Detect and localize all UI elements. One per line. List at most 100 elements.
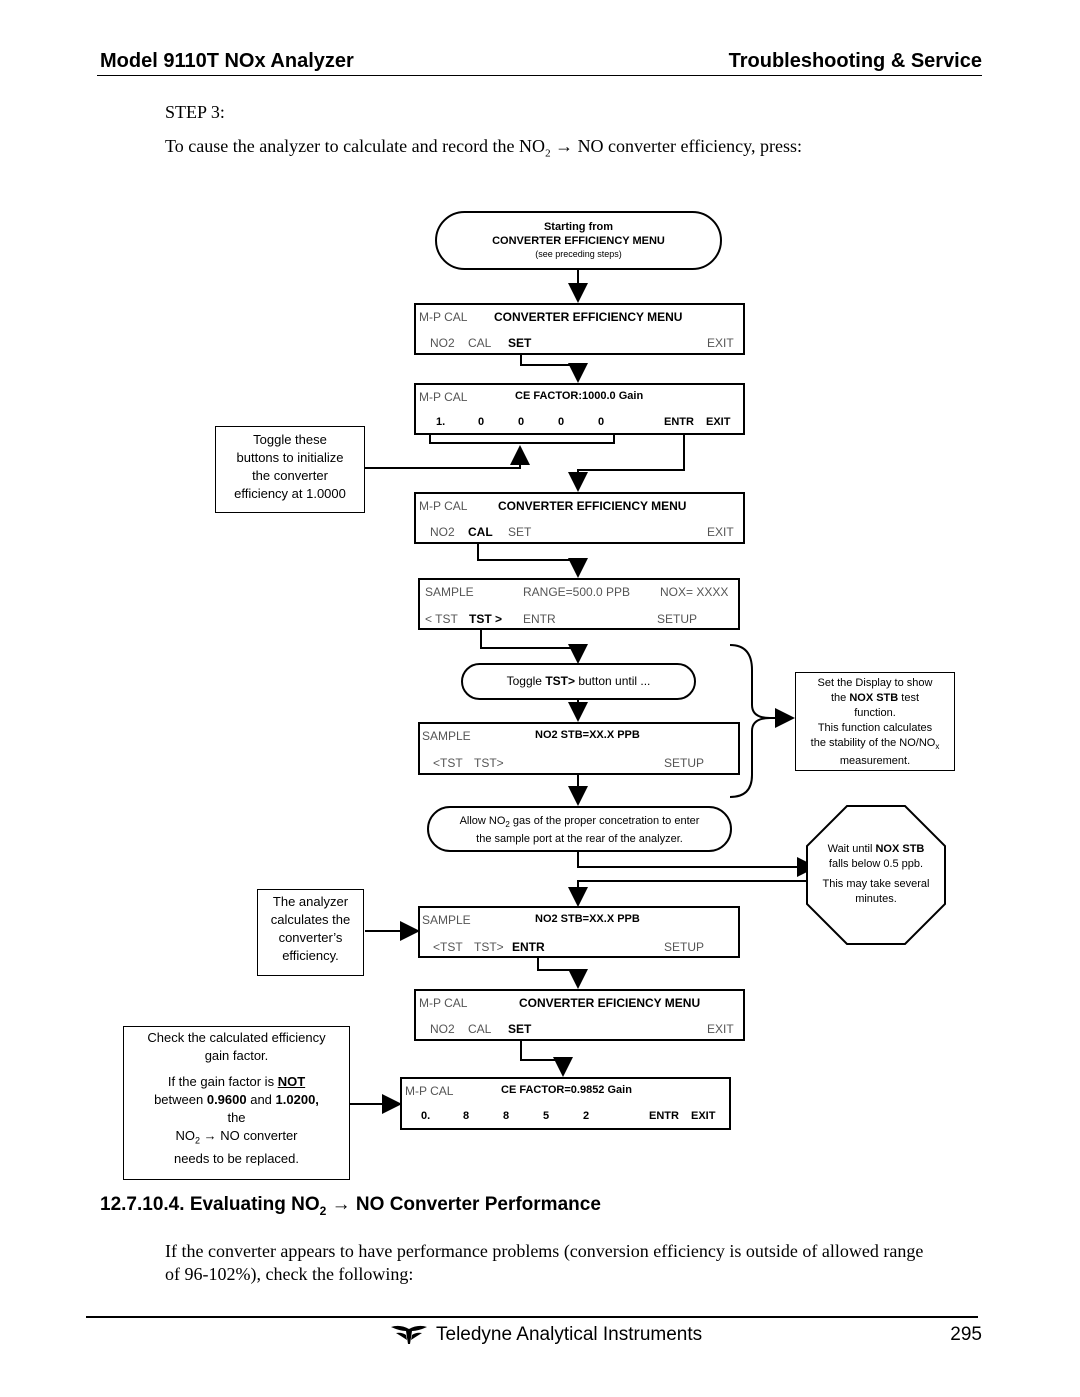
octagon-line: Wait until NOX STB — [827, 843, 925, 855]
step-label: STEP 3: — [165, 102, 225, 122]
note-line: NO2 → NO converter — [175, 1128, 298, 1146]
entr-button[interactable]: ENTR — [512, 940, 545, 954]
footer-company: Teledyne Analytical Instruments — [436, 1324, 703, 1345]
cal-button[interactable]: CAL — [468, 336, 492, 350]
note-line: between 0.9600 and 1.0200, — [154, 1092, 319, 1107]
octagon-line: falls below 0.5 ppb. — [828, 858, 924, 870]
note-line: Check the calculated efficiency — [147, 1030, 326, 1045]
note-toggle-buttons: Toggle these buttons to initialize the c… — [215, 426, 365, 513]
lcd-mode: SAMPLE — [422, 729, 471, 743]
oval-text: Toggle — [506, 674, 546, 688]
note-line: converter’s — [278, 930, 343, 945]
set-button[interactable]: SET — [508, 525, 532, 539]
note-line: the stability of the NO/NOx — [810, 737, 940, 752]
setup-button[interactable]: SETUP — [657, 612, 698, 626]
digit-button-4[interactable]: 0 — [558, 416, 565, 428]
oval-line: the sample port at the rear of the analy… — [476, 833, 683, 846]
lcd-screen-6: SAMPLE NO2 STB=XX.X PPB <TST TST> ENTR S… — [418, 906, 740, 958]
section-title: Evaluating NO — [189, 1194, 320, 1215]
lcd-title: CE FACTOR:1000.0 Gain — [515, 390, 644, 402]
oval-text-bold: TST> — [545, 674, 575, 688]
lcd-title: CE FACTOR=0.9852 Gain — [501, 1084, 632, 1096]
note-line: the — [227, 1110, 246, 1125]
teledyne-logo-icon — [391, 1325, 427, 1344]
lcd-screen-8: M-P CAL CE FACTOR=0.9852 Gain 0. 8 8 5 2… — [400, 1077, 731, 1130]
lcd-range: RANGE=500.0 PPB — [523, 585, 631, 599]
digit-button-3[interactable]: 0 — [518, 416, 525, 428]
lcd-screen-1: M-P CAL CONVERTER EFFICIENCY MENU NO2 CA… — [414, 303, 745, 355]
lcd-title: CONVERTER EFICIENCY MENU — [519, 996, 701, 1010]
step-intro: To cause the analyzer to calculate and r… — [165, 136, 802, 160]
tst-next-button[interactable]: TST> — [474, 940, 504, 954]
page-number: 295 — [950, 1324, 982, 1345]
note-line: Toggle these — [253, 432, 327, 447]
digit-button-3[interactable]: 8 — [503, 1110, 510, 1122]
lcd-mode: M-P CAL — [419, 390, 468, 404]
oval-line: Allow NO2 gas of the proper concetration… — [459, 815, 700, 830]
note-line: the converter — [252, 468, 328, 483]
tst-prev-button[interactable]: <TST — [433, 756, 463, 770]
start-oval: Starting from CONVERTER EFFICIENCY MENU … — [435, 211, 722, 270]
cal-button[interactable]: CAL — [468, 525, 493, 539]
digit-button-5[interactable]: 0 — [598, 416, 605, 428]
setup-button[interactable]: SETUP — [664, 940, 705, 954]
lcd-title: NO2 STB=XX.X PPB — [535, 729, 640, 741]
entr-button[interactable]: ENTR — [523, 612, 556, 626]
entr-button[interactable]: ENTR — [664, 416, 694, 428]
lcd-mode: M-P CAL — [419, 310, 468, 324]
octagon-line: This may take several — [822, 878, 930, 890]
oval-text: button until ... — [574, 674, 651, 688]
section-number: 12.7.10.4. — [100, 1194, 185, 1215]
exit-button[interactable]: EXIT — [707, 525, 734, 539]
setup-button[interactable]: SETUP — [664, 756, 705, 770]
digit-button-2[interactable]: 0 — [478, 416, 485, 428]
note-check-efficiency: Check the calculated efficiency gain fac… — [123, 1026, 350, 1180]
digit-button-1[interactable]: 0. — [421, 1110, 431, 1122]
note-analyzer-calc: The analyzer calculates the converter’s … — [257, 889, 364, 976]
note-line: Set the Display to show — [817, 677, 933, 689]
set-button[interactable]: SET — [508, 1022, 532, 1036]
start-line3: (see preceding steps) — [535, 249, 622, 259]
note-line: function. — [854, 707, 896, 719]
note-line: buttons to initialize — [236, 450, 344, 465]
allow-gas-oval: Allow NO2 gas of the proper concetration… — [427, 806, 732, 852]
start-line2: CONVERTER EFFICIENCY MENU — [492, 235, 665, 247]
lcd-title: CONVERTER EFFICIENCY MENU — [498, 499, 687, 513]
exit-button[interactable]: EXIT — [707, 1022, 734, 1036]
lcd-screen-2: M-P CAL CE FACTOR:1000.0 Gain 1. 0 0 0 0… — [414, 383, 745, 435]
no2-button[interactable]: NO2 — [430, 336, 455, 350]
note-line: needs to be replaced. — [173, 1150, 300, 1166]
cal-button[interactable]: CAL — [468, 1022, 492, 1036]
lcd-screen-5: SAMPLE NO2 STB=XX.X PPB <TST TST> SETUP — [418, 722, 740, 775]
tst-prev-button[interactable]: <TST — [433, 940, 463, 954]
entr-button[interactable]: ENTR — [649, 1110, 679, 1122]
lcd-mode: M-P CAL — [419, 996, 468, 1010]
digit-button-5[interactable]: 2 — [583, 1110, 590, 1122]
exit-button[interactable]: EXIT — [706, 416, 731, 428]
section-heading: 12.7.10.4. Evaluating NO2 → NO Converter… — [100, 1194, 601, 1218]
wait-octagon-shape — [806, 805, 946, 945]
digit-button-4[interactable]: 5 — [543, 1110, 550, 1122]
lcd-nox: NOX= XXXX — [660, 585, 729, 599]
footer-rule — [86, 1316, 978, 1318]
lcd-mode: SAMPLE — [422, 913, 471, 927]
note-line: the NOX STB test — [830, 692, 920, 704]
tst-next-button[interactable]: TST> — [474, 756, 504, 770]
octagon-text: Wait until NOX STB falls below 0.5 ppb. … — [806, 842, 946, 907]
octagon-line: minutes. — [855, 893, 897, 905]
note-line: efficiency. — [282, 948, 339, 963]
note-line: The analyzer — [272, 894, 349, 909]
note-line: gain factor. — [204, 1048, 269, 1063]
tst-next-button[interactable]: TST > — [469, 612, 503, 626]
exit-button[interactable]: EXIT — [691, 1110, 716, 1122]
lcd-screen-4: SAMPLE RANGE=500.0 PPB NOX= XXXX < TST T… — [418, 578, 740, 630]
tst-prev-button[interactable]: < TST — [425, 612, 458, 626]
no2-button[interactable]: NO2 — [430, 1022, 455, 1036]
digit-button-1[interactable]: 1. — [436, 416, 446, 428]
digit-button-2[interactable]: 8 — [463, 1110, 470, 1122]
exit-button[interactable]: EXIT — [707, 336, 734, 350]
note-line: This function calculates — [817, 722, 933, 734]
set-button[interactable]: SET — [508, 336, 532, 350]
no2-button[interactable]: NO2 — [430, 525, 455, 539]
lcd-title: NO2 STB=XX.X PPB — [535, 913, 640, 925]
